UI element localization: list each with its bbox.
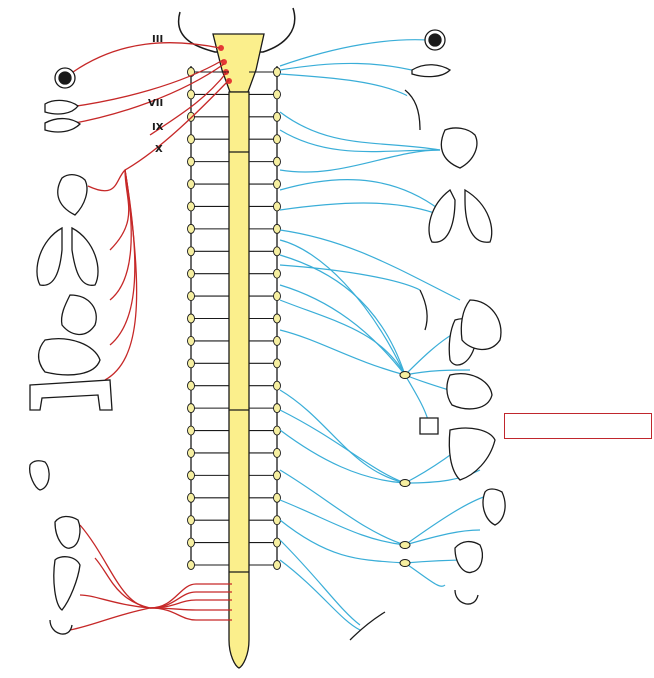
chain-ganglion — [187, 358, 195, 369]
heart-left — [57, 174, 88, 216]
chain-ganglion — [187, 425, 195, 436]
right-organs — [349, 29, 506, 641]
chain-ganglion — [273, 156, 281, 167]
eye-right — [424, 29, 446, 51]
chain-ganglion — [187, 268, 195, 279]
chain-ganglion — [187, 515, 195, 526]
label-cn-ix: IX — [152, 122, 164, 133]
large-intestine-left — [53, 556, 81, 611]
chain-ganglion — [187, 492, 195, 503]
chain-ganglion — [273, 89, 281, 100]
small-intestine-right — [446, 373, 493, 410]
genitals-right — [454, 589, 479, 605]
chain-ganglion — [273, 403, 281, 414]
brainstem — [212, 33, 265, 93]
kidney-right — [482, 488, 506, 526]
chain-ganglion — [187, 537, 195, 548]
chain-ganglion — [273, 335, 281, 346]
eye-left — [54, 67, 76, 89]
chain-ganglion — [187, 246, 195, 257]
sympathetic-trunks — [187, 66, 281, 570]
chain-ganglion — [187, 201, 195, 212]
sympathetic-pathways — [279, 39, 491, 631]
chain-ganglion — [273, 291, 281, 302]
brain-and-spinal-cord — [177, 7, 296, 669]
chain-ganglion — [273, 515, 281, 526]
chain-ganglion — [273, 358, 281, 369]
chain-ganglion — [187, 403, 195, 414]
chain-ganglion — [187, 448, 195, 458]
chain-ganglion — [273, 223, 281, 234]
pancreas-right — [419, 289, 428, 331]
chain-ganglion — [273, 380, 281, 391]
chain-ganglia — [187, 67, 281, 570]
chain-ganglion — [273, 268, 281, 279]
cranial-nerve-labels: III VII IX X — [148, 34, 164, 155]
chain-ganglion — [187, 156, 195, 167]
bladder-left — [54, 515, 81, 549]
chain-ganglion — [273, 425, 281, 436]
bladder-right — [454, 540, 483, 574]
label-cn-x: X — [155, 144, 163, 155]
left-organs — [29, 67, 113, 635]
spinal-nerve-rungs — [191, 71, 277, 566]
spinal-cord — [228, 91, 250, 669]
chain-ganglion — [273, 313, 281, 324]
chain-ganglion — [187, 134, 195, 145]
colon-left — [29, 379, 113, 411]
chain-ganglion — [273, 134, 281, 145]
chain-ganglion — [187, 313, 195, 324]
blood-vessel-right — [349, 611, 386, 641]
stomach-left — [60, 294, 97, 336]
chain-ganglion — [187, 223, 195, 234]
answer-box[interactable] — [504, 413, 652, 439]
chain-ganglion — [273, 179, 281, 189]
lacrimal-gland-left — [44, 99, 79, 115]
kidney-left — [29, 460, 50, 491]
chain-ganglion — [187, 179, 195, 189]
label-cn-vii: VII — [148, 98, 163, 109]
collateral-ganglia — [399, 371, 411, 567]
chain-ganglion — [187, 89, 195, 100]
colon-right — [448, 427, 496, 481]
lacrimal-gland-right — [411, 64, 452, 78]
chain-ganglion — [273, 470, 281, 481]
parasympathetic-pathways — [69, 42, 232, 631]
chain-ganglion — [187, 380, 195, 391]
chain-ganglion — [273, 560, 281, 570]
chain-ganglion — [187, 560, 195, 570]
chain-ganglion — [273, 111, 281, 122]
chain-ganglion — [273, 201, 281, 212]
chain-ganglion — [187, 470, 195, 481]
lungs-left — [36, 226, 99, 286]
heart-right — [440, 127, 478, 169]
stomach-right — [460, 299, 502, 351]
chain-ganglion — [273, 246, 281, 257]
adrenal-right — [419, 417, 439, 435]
lungs-right — [428, 188, 493, 243]
label-cn-iii: III — [152, 34, 163, 45]
genitals-left — [49, 619, 73, 635]
small-intestine-left — [37, 338, 101, 376]
chain-ganglion — [187, 291, 195, 302]
chain-ganglion — [273, 448, 281, 458]
chain-ganglion — [273, 492, 281, 503]
chain-ganglion — [273, 67, 281, 77]
salivary-gland-left — [44, 117, 81, 133]
chain-ganglion — [187, 335, 195, 346]
chain-ganglion — [273, 537, 281, 548]
salivary-gland-right — [404, 89, 421, 131]
